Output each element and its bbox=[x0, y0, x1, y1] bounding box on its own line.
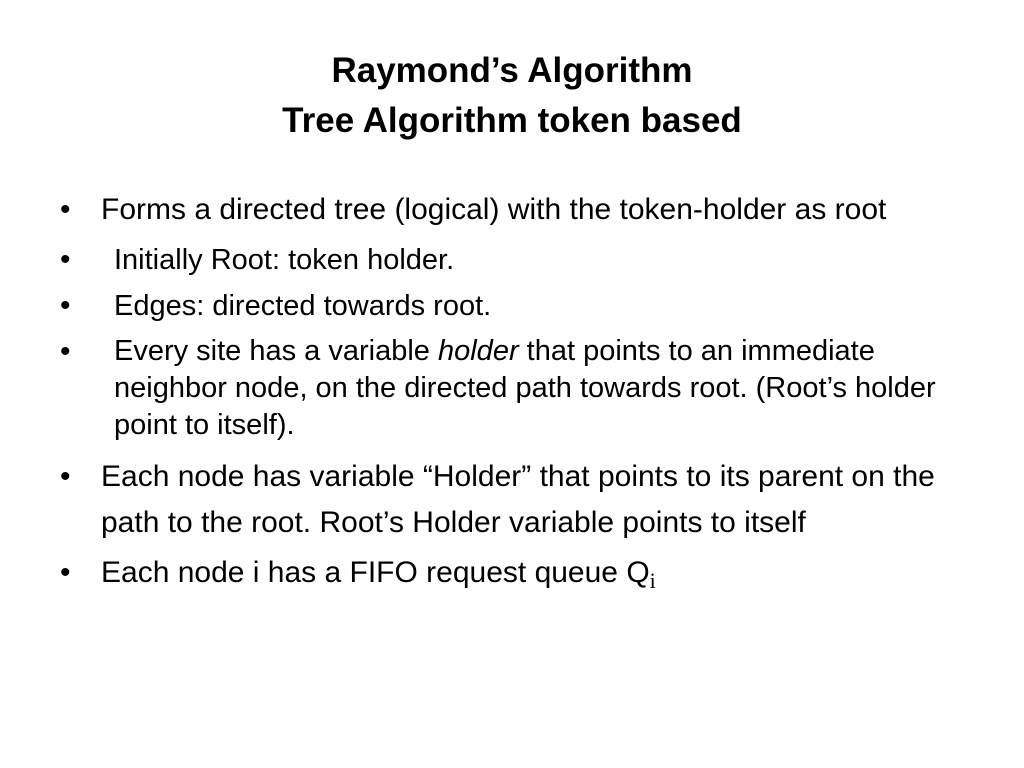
bullet-item: • Edges: directed towards root. bbox=[60, 283, 960, 329]
bullet-glyph: • bbox=[60, 335, 71, 368]
bullet-glyph: • bbox=[60, 243, 71, 276]
bullet-glyph: • bbox=[60, 193, 71, 226]
bullet-text: Each node i has a FIFO request queue Q bbox=[101, 556, 650, 589]
bullet-list: • Forms a directed tree (logical) with t… bbox=[60, 187, 960, 608]
bullet-glyph: • bbox=[60, 556, 71, 589]
slide-title-line-1: Raymond’s Algorithm bbox=[331, 51, 693, 90]
bullet-glyph: • bbox=[60, 289, 71, 322]
bullet-text: Each node has variable “Holder” that poi… bbox=[101, 460, 935, 539]
bullet-text: Edges: directed towards root. bbox=[114, 290, 492, 322]
bullet-glyph: • bbox=[60, 460, 71, 493]
bullet-text-emphasis: holder bbox=[437, 335, 519, 367]
bullet-item: • Forms a directed tree (logical) with t… bbox=[60, 187, 960, 233]
bullet-item: • Every site has a variable holder that … bbox=[60, 329, 960, 444]
bullet-item: • Initially Root: token holder. bbox=[60, 237, 960, 283]
bullet-text: Forms a directed tree (logical) with the… bbox=[101, 193, 887, 226]
queue-subscript: i bbox=[649, 568, 656, 593]
bullet-text-after: that points to an immediate neighbor nod… bbox=[114, 335, 936, 441]
bullet-item: • Each node has variable “Holder” that p… bbox=[60, 454, 960, 546]
bullet-text: Initially Root: token holder. bbox=[114, 244, 455, 276]
slide-title: Raymond’s Algorithm Tree Algorithm token… bbox=[0, 46, 1024, 146]
slide-title-line-2: Tree Algorithm token based bbox=[282, 101, 742, 140]
bullet-text-before: Every site has a variable bbox=[114, 335, 438, 367]
bullet-item: • Each node i has a FIFO request queue Q… bbox=[60, 550, 960, 604]
